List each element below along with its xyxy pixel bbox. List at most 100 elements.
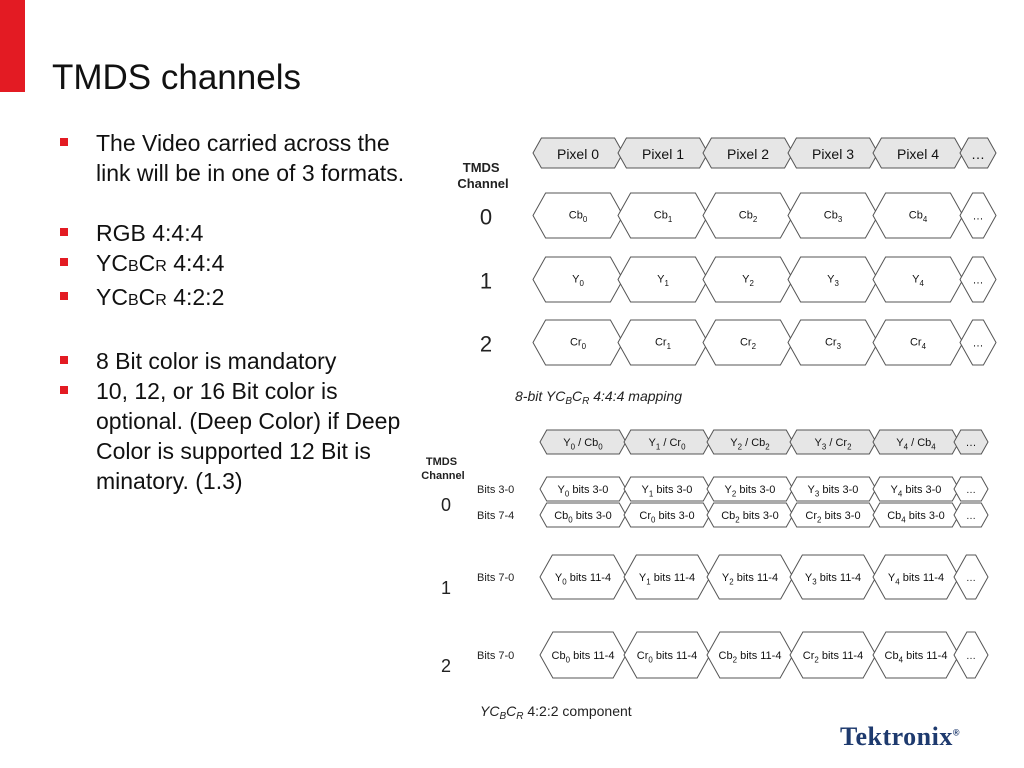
label-part: bits 3-0 <box>569 484 608 496</box>
label-part: 4 <box>898 489 903 498</box>
label-part: Cr <box>910 337 922 349</box>
component-header-label: Y1 / Cr0 <box>649 437 687 451</box>
label-part: Cb <box>719 650 733 662</box>
label-part: Cb <box>552 650 566 662</box>
label-part: Pixel 4 <box>897 146 939 162</box>
label-part: bits 11-4 <box>651 572 695 584</box>
cell-label: Y2 bits 11-4 <box>722 572 778 586</box>
channel-header-422: TMDS Channel <box>421 456 464 482</box>
label-part: Pixel 1 <box>642 146 684 162</box>
cell-shape <box>959 137 997 169</box>
cell-label: Cr4 <box>910 337 927 351</box>
label-part: … <box>971 146 985 162</box>
label-part: bits 11-4 <box>737 650 781 662</box>
bits-label: Bits 3-0 <box>477 484 514 496</box>
label-part: … <box>966 651 976 662</box>
logo-text: Tektronix <box>840 722 953 751</box>
label-part: Y <box>912 274 920 286</box>
component-header-label: Y3 / Cr2 <box>815 437 852 451</box>
bullet-deep-color: 10, 12, or 16 Bit color is optional. (De… <box>58 376 418 496</box>
cell-label: Y2 bits 3-0 <box>725 484 776 498</box>
cell-shape <box>953 502 989 528</box>
label-part: 1 <box>664 279 669 288</box>
label-part: Y <box>725 484 733 496</box>
ellipsis-cell <box>953 476 989 502</box>
cell-label: Cb4 <box>909 210 928 224</box>
tmds-diagrams: TMDS Channel Pixel 0 Pixel 1 Pixel 2 Pixel … <box>421 137 997 722</box>
channel-header-line: TMDS <box>463 160 500 175</box>
label-part: 4 <box>923 215 928 224</box>
cell-label: Cb2 bits 3-0 <box>721 510 779 524</box>
tektronix-logo: Tektronix® <box>840 722 961 751</box>
bits-label: Bits 7-0 <box>477 572 514 584</box>
label-part: bits 3-0 <box>819 484 858 496</box>
label-part: 3 <box>822 442 827 451</box>
ellipsis-label: … <box>966 573 976 584</box>
cell-label: Cr2 bits 3-0 <box>805 510 860 524</box>
channel-number: 1 <box>441 578 451 598</box>
cell-label: Y0 bits 3-0 <box>558 484 609 498</box>
ellipsis-label: … <box>966 437 977 449</box>
label-part: 0 <box>681 442 686 451</box>
cell-label: Cr0 <box>570 337 587 351</box>
ellipsis-cell <box>959 256 997 303</box>
label-part: Cb <box>909 210 923 222</box>
label-part: Cb <box>721 510 735 522</box>
channel-number: 2 <box>441 656 451 676</box>
ellipsis-label: … <box>973 275 984 287</box>
cell-label: Y3 <box>827 274 839 288</box>
label-part: … <box>966 437 977 449</box>
bullet-ycbcr422: YCBCR 4:2:2 <box>58 282 418 316</box>
label-part: bits 3-0 <box>653 484 692 496</box>
cell-label: Cr1 <box>655 337 672 351</box>
pixel-header-label: … <box>971 146 985 162</box>
label-part: 1 <box>668 215 673 224</box>
label-part: 2 <box>752 342 756 351</box>
ellipsis-label: … <box>966 511 976 522</box>
cell-label: Cb1 <box>654 210 673 224</box>
cell-label: Y3 bits 3-0 <box>808 484 859 498</box>
cell-label: Cr2 <box>740 337 756 351</box>
label-part: Cr <box>655 337 667 349</box>
bullet-gap <box>58 316 418 346</box>
pixel-header-label: Pixel 0 <box>557 146 599 162</box>
cell-label: Y4 bits 3-0 <box>891 484 942 498</box>
label-part: Y <box>642 484 650 496</box>
bullet-video-formats: The Video carried across the link will b… <box>58 128 418 188</box>
label-part: bits 3-0 <box>573 510 612 522</box>
label-part: bits 11-4 <box>900 572 944 584</box>
cell-label: Cr0 bits 11-4 <box>637 650 697 664</box>
cell-shape <box>959 256 997 303</box>
label-part: Cb <box>569 210 583 222</box>
component-header-label: Y0 / Cb0 <box>563 437 603 451</box>
ellipsis-cell <box>953 631 989 679</box>
label-part: 0 <box>582 342 587 351</box>
ellipsis-label: … <box>973 338 984 350</box>
label-part: Y <box>649 437 657 449</box>
label-part: bits 11-4 <box>817 572 861 584</box>
bits-label: Bits 7-4 <box>477 510 514 522</box>
label-part: 4 <box>922 342 927 351</box>
label-part: Pixel 2 <box>727 146 769 162</box>
label-part: Y <box>730 437 738 449</box>
label-part: / Cb <box>908 437 931 449</box>
label-part: Y <box>639 572 647 584</box>
label-part: Y <box>558 484 566 496</box>
label-part: 4 <box>919 279 924 288</box>
label-part: Y <box>742 274 750 286</box>
label-part: Cb <box>654 210 668 222</box>
cell-label: Cr0 bits 3-0 <box>639 510 694 524</box>
label-part: 0 <box>598 442 603 451</box>
label-part: bits 11-4 <box>819 650 863 662</box>
pixel-header-label: Pixel 2 <box>727 146 769 162</box>
label-part: Pixel 0 <box>557 146 599 162</box>
ellipsis-label: … <box>966 651 976 662</box>
ellipsis-label: … <box>973 211 984 223</box>
ellipsis-cell <box>953 502 989 528</box>
label-part: Cr <box>637 650 649 662</box>
label-part: 3 <box>838 215 843 224</box>
cell-shape <box>959 192 997 239</box>
label-part: Cr <box>803 650 815 662</box>
